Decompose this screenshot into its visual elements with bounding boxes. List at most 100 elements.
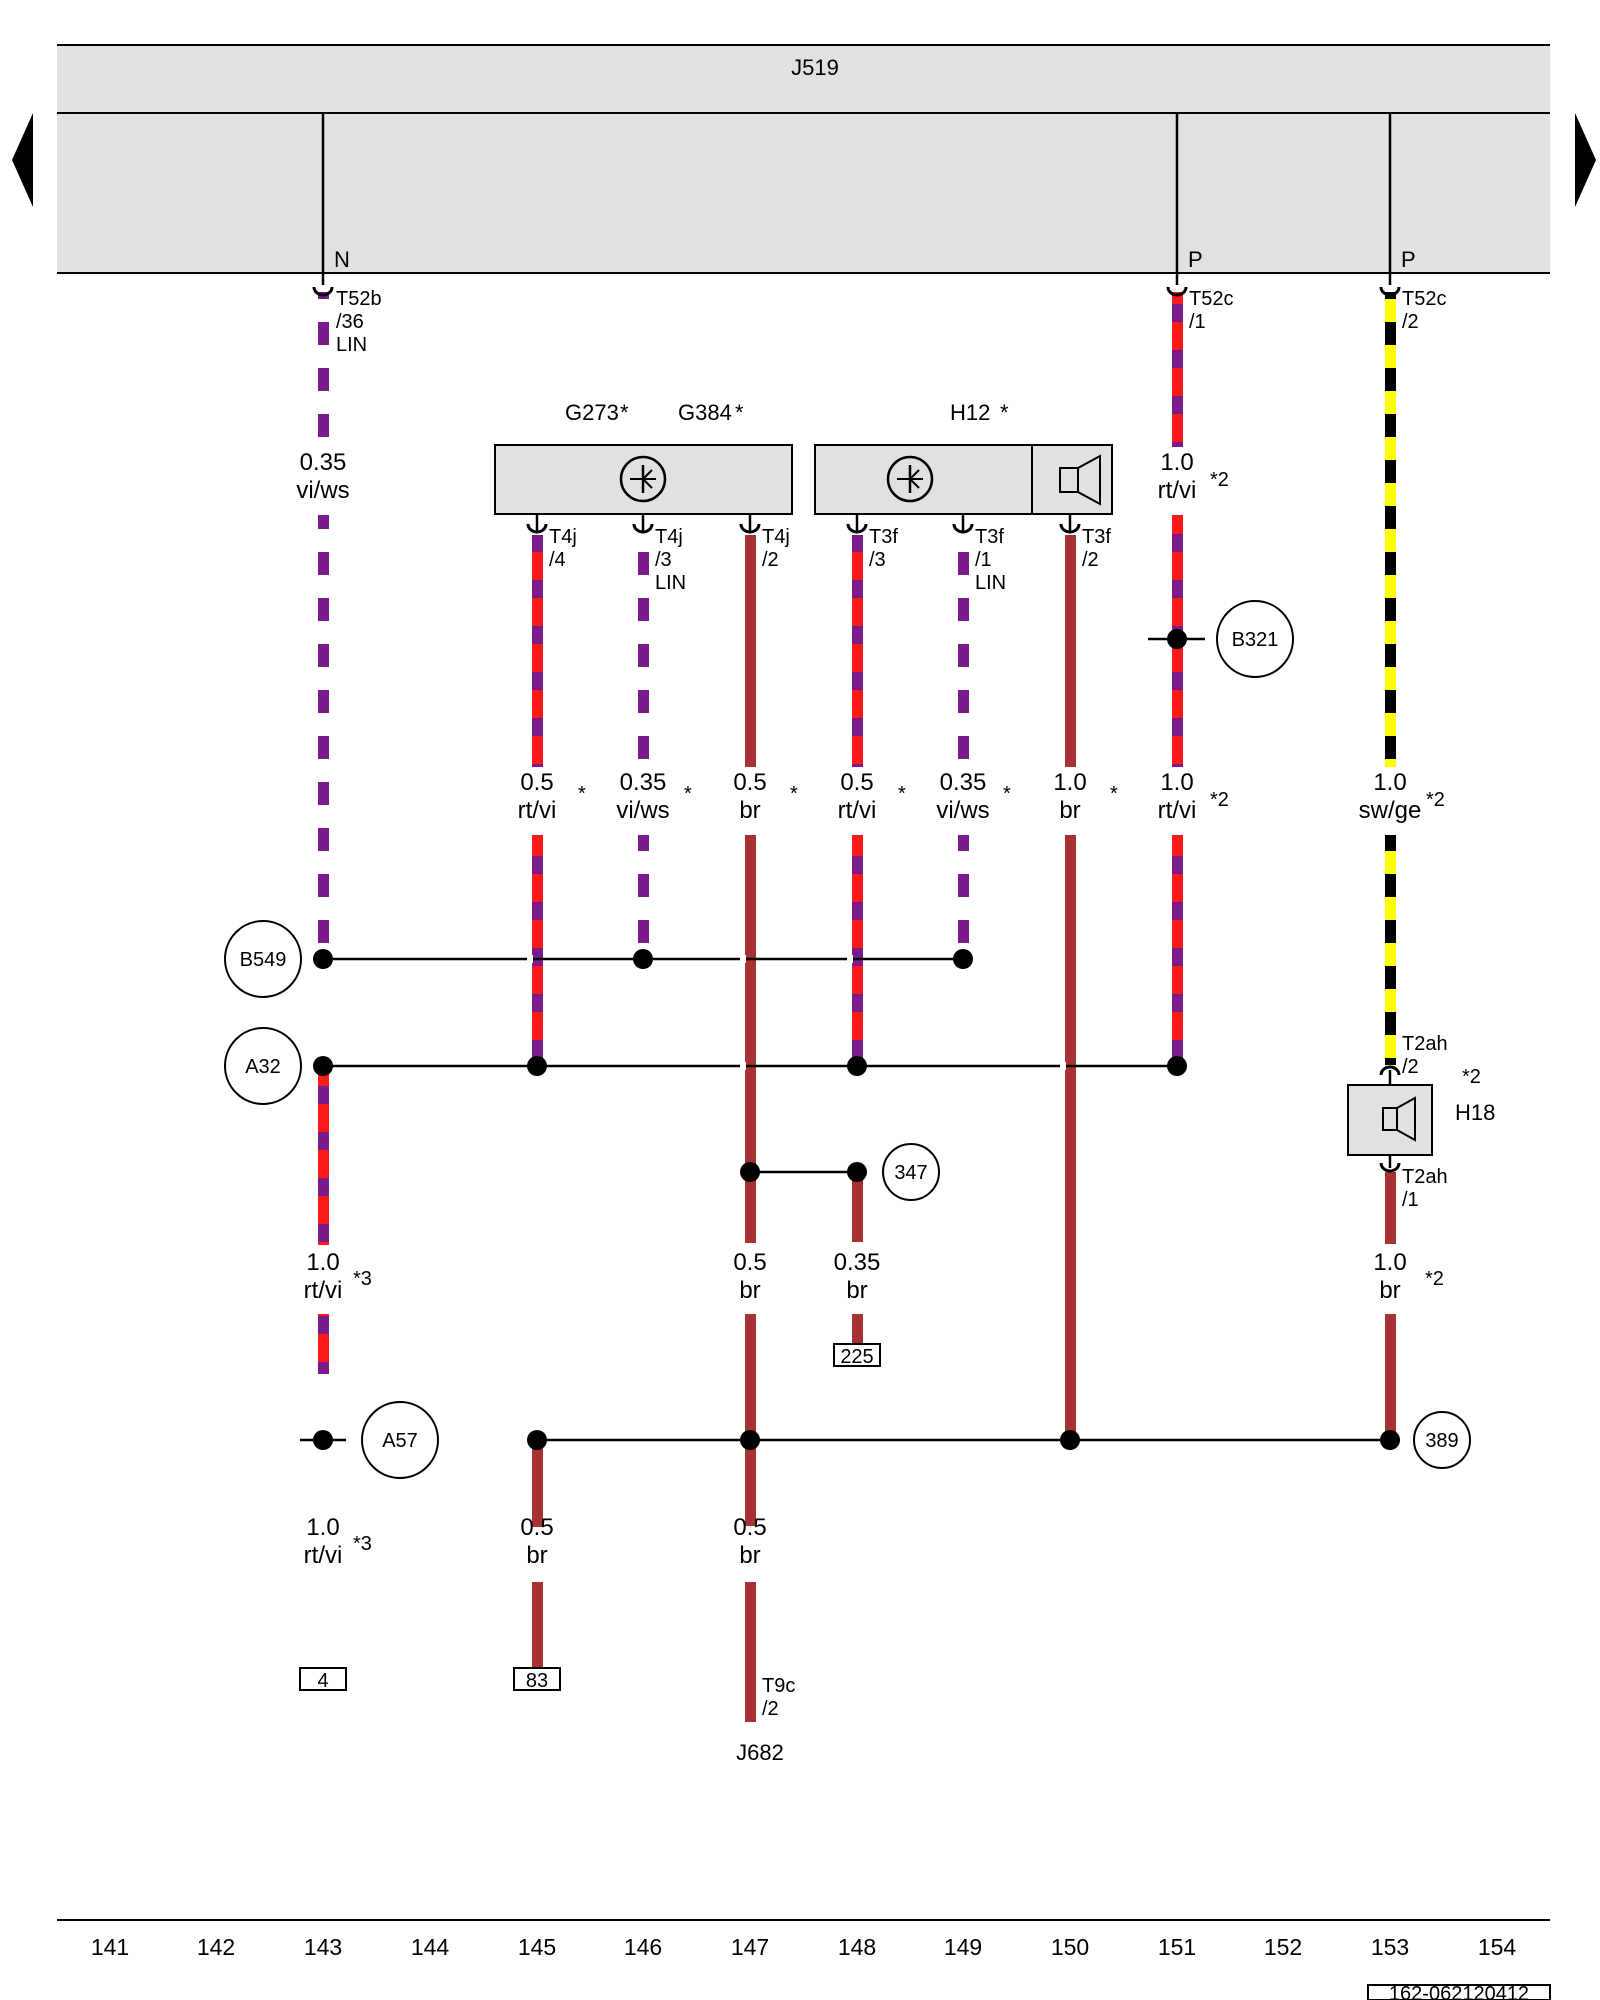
col-143: 143: [304, 1934, 342, 1960]
splice-a57[interactable]: A57: [361, 1401, 439, 1479]
wire-148-top: [852, 535, 863, 767]
g384-label: G384: [678, 400, 732, 425]
h18-note: *2: [1462, 1066, 1481, 1088]
wire-note-148a: *: [898, 783, 906, 805]
splice-circles: B549 A32 B321 A57 347 389: [224, 600, 1471, 1479]
wire-146-mid: [638, 835, 649, 959]
col-145: 145: [518, 1934, 556, 1960]
speaker-icon: [1382, 1096, 1416, 1142]
svg-text:389: 389: [1425, 1430, 1458, 1452]
wire-145-bottom: [532, 1582, 543, 1670]
splice-ticks: [300, 637, 1205, 1442]
col-147: 147: [731, 1934, 769, 1960]
wire-143-bottom: [318, 1314, 329, 1374]
pin-t52c1: T52c /1: [1189, 288, 1239, 333]
svg-text:83: 83: [526, 1670, 548, 1692]
ref-box-83[interactable]: 83: [513, 1667, 561, 1692]
g273-star: *: [620, 400, 629, 425]
ref-389[interactable]: 389: [1413, 1411, 1471, 1469]
wire-note-150a: *: [1110, 783, 1118, 805]
wire-145-mid: [532, 835, 543, 1067]
nav-right-arrow[interactable]: [1575, 113, 1596, 207]
wire-150-mid: [1065, 835, 1076, 1440]
wire-note-153a: *2: [1426, 789, 1445, 811]
pin-t3f2: T3f /2: [1082, 526, 1116, 571]
svg-text:225: 225: [840, 1346, 873, 1368]
wire-153-lower: [1385, 1172, 1396, 1244]
splice-a32[interactable]: A32: [224, 1027, 302, 1105]
cup-t2ah2: [1379, 1065, 1401, 1076]
ref-347[interactable]: 347: [882, 1143, 940, 1201]
pin-t4j4: T4j /4: [549, 526, 582, 571]
wire-153-top: [1385, 292, 1396, 767]
j519-label: J519: [791, 55, 839, 80]
col-144: 144: [411, 1934, 450, 1960]
connector-stems: [535, 514, 1392, 1168]
h12-label: H12: [950, 400, 990, 425]
pin-t3f3: T3f /3: [869, 526, 903, 571]
wire-143-top: [318, 292, 329, 444]
pin-t52b: T52b /36 LIN: [336, 288, 387, 356]
wire-note-147a: *: [790, 783, 798, 805]
ref-box-225[interactable]: 225: [833, 1343, 881, 1368]
drawing-number: 162-062120412: [1389, 1983, 1529, 2000]
wire-143-lower: [318, 1067, 329, 1245]
col-151: 151: [1158, 1934, 1196, 1960]
wire-151-top: [1172, 292, 1183, 447]
wire-145-lower: [532, 1441, 543, 1527]
pin-t9c2: T9c /2: [762, 1675, 801, 1720]
wire-note-146a: *: [684, 783, 692, 805]
sensor-box-g273-g384: [494, 444, 793, 515]
wire-149-mid: [958, 835, 969, 959]
splice-b321[interactable]: B321: [1216, 600, 1294, 678]
wire-note-145a: *: [578, 783, 586, 805]
ref-box-4[interactable]: 4: [299, 1667, 347, 1692]
col-142: 142: [197, 1934, 235, 1960]
wires: [318, 292, 1396, 1722]
wire-153-bottom: [1385, 1314, 1396, 1440]
cup-t52c1: [1166, 286, 1188, 297]
wire-150-top: [1065, 535, 1076, 767]
internal-lines: [321, 113, 1392, 285]
drawing-number-box: 162-062120412: [1367, 1983, 1551, 2000]
reference-boxes: 225 4 83: [299, 1343, 881, 1692]
sensor-symbol-icon: [886, 455, 934, 503]
svg-text:347: 347: [894, 1162, 927, 1184]
col-148: 148: [838, 1934, 876, 1960]
h12-star: *: [1000, 400, 1009, 425]
column-numbers: 141 142 143 144 145 146 147 148 149 150 …: [91, 1934, 1517, 1960]
wire-note-151a: *2: [1210, 469, 1229, 491]
j682-label: J682: [736, 1740, 784, 1765]
wire-note-153b: *2: [1425, 1268, 1444, 1290]
splice-b549[interactable]: B549: [224, 920, 302, 998]
pin-t4j3: T4j /3 LIN: [655, 526, 688, 594]
wire-147-mid: [745, 835, 756, 1243]
wire-149-top: [958, 535, 969, 767]
sensor-symbol-icon: [619, 455, 667, 503]
wire-147-top: [745, 535, 756, 767]
cup-t52c2: [1379, 286, 1401, 297]
wire-147-bottom: [745, 1582, 756, 1722]
col-150: 150: [1051, 1934, 1089, 1960]
svg-text:B321: B321: [1232, 629, 1279, 651]
svg-text:A32: A32: [245, 1056, 281, 1078]
nav-left-arrow[interactable]: [12, 113, 33, 207]
wire-145-top: [532, 535, 543, 767]
wire-note-143c: *3: [353, 1533, 372, 1555]
col-153: 153: [1371, 1934, 1409, 1960]
col-154: 154: [1478, 1934, 1517, 1960]
